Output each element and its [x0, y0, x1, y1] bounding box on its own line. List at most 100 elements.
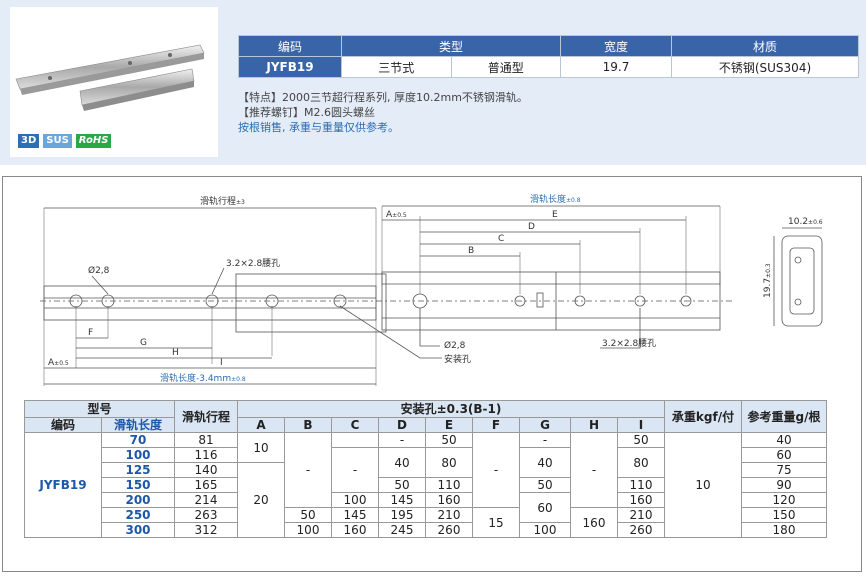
th-col-e: E	[425, 417, 473, 433]
th-col-g: G	[519, 417, 571, 433]
inner-hole-3	[574, 295, 586, 307]
table-row: 300 312 100 160 245 260 100 260 180	[25, 522, 827, 538]
cell-c: 145	[331, 507, 379, 523]
label-phi-bottom: Ø2,8	[444, 340, 466, 351]
cell-e: 260	[425, 522, 473, 538]
spec-header-code: 编码	[238, 35, 342, 57]
row-travel: 140	[174, 462, 238, 478]
row-len: 150	[101, 477, 175, 493]
row-travel: 312	[174, 522, 238, 538]
spec-header-width: 宽度	[560, 35, 672, 57]
table-row: 125 140 20 75	[25, 462, 827, 538]
cell-weight: 90	[741, 477, 827, 493]
th-col-d: D	[378, 417, 426, 433]
row-len: 200	[101, 492, 175, 508]
label-mount-hole: 安装孔	[444, 353, 471, 365]
spec-type-b: 普通型	[450, 56, 561, 78]
cell-i: 210	[617, 507, 665, 523]
outer-rail	[43, 285, 377, 321]
th-weight: 参考重量g/根	[741, 400, 827, 433]
spec-table: 编码 类型 宽度 材质 JYFB19 三节式 普通型 19.7 不锈钢(SUS3…	[238, 35, 859, 78]
cell-e: 50	[425, 432, 473, 448]
cell-weight: 40	[741, 432, 827, 448]
th-holes: 安装孔±0.3(B-1)	[237, 400, 665, 418]
row-code: JYFB19	[24, 432, 102, 538]
cell-d: -	[378, 432, 426, 448]
cell-g: 60	[519, 492, 571, 523]
label-c: C	[498, 234, 504, 244]
label-travel: 滑轨行程±3	[200, 195, 245, 207]
th-col-b: B	[284, 417, 332, 433]
inner-slot	[536, 292, 544, 308]
cell-i: 260	[617, 522, 665, 538]
spec-material: 不锈钢(SUS304)	[671, 56, 859, 78]
slide-rail-image	[15, 44, 205, 111]
spec-header-type: 类型	[341, 35, 561, 57]
badge-rohs: RoHS	[75, 134, 112, 148]
row-travel: 116	[174, 447, 238, 463]
cell-e: 160	[425, 492, 473, 508]
row-len: 300	[101, 522, 175, 538]
th-col-h: H	[570, 417, 618, 433]
leader-slot-bottom	[600, 308, 641, 349]
cell-c: -	[331, 447, 379, 493]
label-i: I	[220, 358, 223, 368]
cell-b: 100	[284, 522, 332, 538]
th-travel: 滑轨行程	[174, 400, 238, 433]
cell-i: 80	[617, 447, 665, 478]
cell-i: 50	[617, 432, 665, 448]
spec-width: 19.7	[560, 56, 672, 78]
cell-weight: 60	[741, 447, 827, 463]
th-len: 滑轨长度	[101, 417, 175, 433]
row-travel: 81	[174, 432, 238, 448]
dimension-table: 型号 滑轨行程 安装孔±0.3(B-1) 承重kgf/付 参考重量g/根 编码 …	[24, 400, 827, 538]
badge-sus: SUS	[43, 134, 72, 148]
spec-code: JYFB19	[238, 56, 342, 78]
row-len: 70	[101, 432, 175, 448]
table-row: 200 214 100 145 160 60 160 120	[25, 492, 827, 523]
leader-phi-bottom	[419, 308, 440, 347]
cell-c	[331, 432, 379, 448]
cell-g: 40	[519, 447, 571, 478]
row-travel: 263	[174, 507, 238, 523]
th-load: 承重kgf/付	[664, 400, 742, 433]
label-side-height: 19.7±0.3	[763, 263, 773, 298]
spec-type-a: 三节式	[341, 56, 452, 78]
label-rail-len-minus: 滑轨长度-3.4mm±0.8	[160, 372, 246, 384]
profile-outline	[781, 235, 823, 327]
inner-hole-2	[514, 295, 526, 307]
cell-d: 245	[378, 522, 426, 538]
table-row: 150 165 50 110 50 110 90	[25, 477, 827, 493]
cell-d: 145	[378, 492, 426, 508]
cell-weight: 150	[741, 507, 827, 523]
cell-load: 10	[664, 432, 742, 538]
inner-hole-5	[680, 295, 692, 307]
product-header-panel: 3D SUS RoHS 编码 类型 宽度 材质 JYFB19 三节式 普通型 1…	[0, 0, 866, 165]
label-e: E	[552, 210, 558, 220]
cell-g: 50	[519, 477, 571, 493]
label-rail-length: 滑轨长度±0.8	[530, 193, 581, 205]
leader-mount-hole	[339, 305, 442, 359]
cell-c: 100	[331, 492, 379, 508]
cell-a: 20	[237, 462, 285, 538]
th-col-c: C	[331, 417, 379, 433]
th-code: 编码	[24, 417, 102, 433]
cell-f: 15	[472, 507, 520, 538]
cell-d: 40	[378, 447, 426, 478]
label-a-top: A±0.5	[386, 210, 407, 220]
th-col-i: I	[617, 417, 665, 433]
note-feature: 【特点】2000三节超行程系列, 厚度10.2mm不锈钢滑轨。	[238, 91, 528, 104]
row-travel: 165	[174, 477, 238, 493]
label-d: D	[528, 222, 535, 232]
label-slot-bottom: 3.2×2.8腰孔	[602, 338, 656, 349]
outer-hole-5	[333, 294, 347, 308]
cell-b: -	[284, 432, 332, 508]
cell-d: 50	[378, 477, 426, 493]
th-col-a: A	[237, 417, 285, 433]
table-row: JYFB19 70 81 10 - - 50 - - - 50 10 40	[24, 432, 827, 538]
label-f: F	[88, 328, 93, 338]
cell-i: 160	[617, 492, 665, 508]
cell-g: 100	[519, 522, 571, 538]
spec-header-material: 材质	[671, 35, 859, 57]
cell-a: 10	[237, 432, 285, 463]
